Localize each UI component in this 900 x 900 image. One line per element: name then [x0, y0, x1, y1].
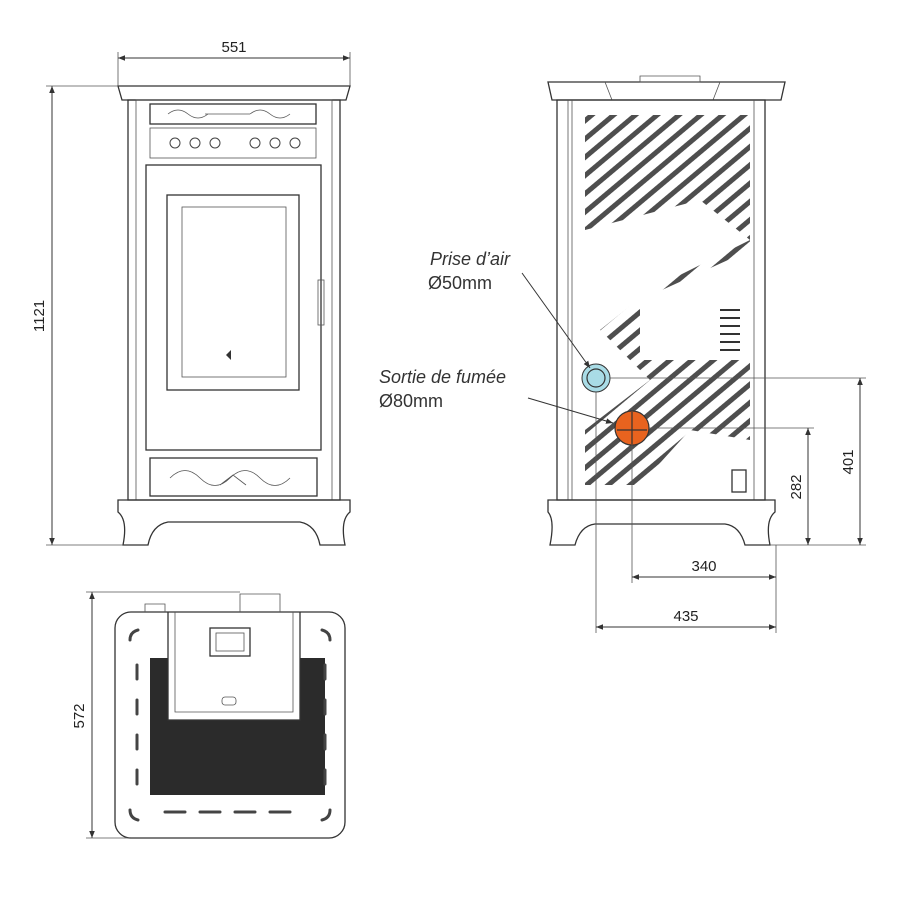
side-view: Prise d’air Ø50mm Sortie de fumée Ø80mm …	[379, 75, 866, 633]
air-height-dimension: 401	[840, 449, 857, 474]
smoke-height-dimension: 282	[788, 474, 805, 499]
top-view: 572	[71, 591, 346, 839]
air-intake-port	[581, 363, 611, 393]
smoke-offset-dimension: 340	[691, 558, 716, 575]
brand-logo-icon	[226, 350, 231, 360]
air-intake-title: Prise d’air	[430, 249, 511, 269]
top-depth-dimension: 572	[71, 703, 88, 728]
smoke-outlet-title: Sortie de fumée	[379, 367, 506, 387]
front-view: 551 1121	[31, 39, 351, 546]
width-dimension: 551	[221, 39, 246, 56]
air-intake-diameter: Ø50mm	[428, 273, 492, 293]
height-dimension: 1121	[31, 300, 48, 332]
smoke-outlet-diameter: Ø80mm	[379, 391, 443, 411]
depth-dimension: 435	[673, 608, 698, 625]
